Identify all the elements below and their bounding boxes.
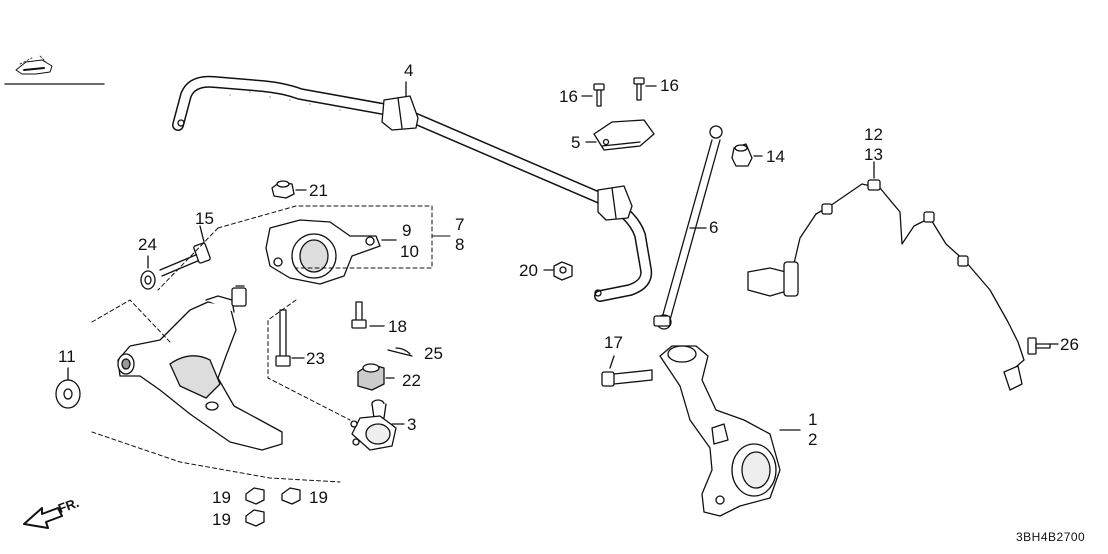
callout-2: 2 [808, 430, 818, 449]
castle-nut [358, 364, 384, 390]
callout-14: 14 [766, 147, 785, 166]
bolt-16b [634, 78, 644, 100]
callout-23: 23 [306, 349, 325, 368]
callout-19-left: 19 [212, 488, 231, 507]
callout-8: 8 [455, 235, 465, 254]
callout-16-right: 16 [660, 76, 679, 95]
callout-11: 11 [58, 347, 76, 366]
callout-18: 18 [388, 317, 407, 336]
callout-9: 9 [402, 221, 412, 240]
ball-joint [351, 400, 396, 450]
front-direction-arrow-icon [23, 507, 63, 529]
bolt-26 [1028, 338, 1050, 354]
lower-control-arm [118, 286, 282, 450]
callout-7: 7 [455, 215, 465, 234]
bolt-15 [160, 242, 211, 276]
callout-10: 10 [400, 242, 419, 261]
callout-4: 4 [404, 61, 414, 80]
callout-19-bottom: 19 [212, 510, 231, 529]
nut-21 [272, 181, 294, 198]
wheel-speed-sensor-harness [748, 180, 1024, 390]
vehicle-position-icon [4, 55, 105, 85]
stabilizer-link [654, 126, 722, 329]
nut-19c [246, 510, 264, 526]
washer-11 [56, 380, 80, 408]
bushing-holder-bracket [594, 120, 654, 150]
callout-25: 25 [424, 344, 443, 363]
callout-17: 17 [604, 333, 623, 352]
callout-15: 15 [195, 209, 214, 228]
cotter-pin [388, 348, 412, 356]
callout-6: 6 [709, 218, 719, 237]
nut-19a [246, 488, 264, 504]
stabilizer-bushing-left [382, 96, 418, 130]
stabilizer-bushing-right [598, 186, 632, 220]
callout-13: 13 [864, 145, 883, 164]
callout-20: 20 [519, 261, 538, 280]
callout-12: 12 [864, 125, 883, 144]
link-bushing [732, 144, 752, 166]
compliance-bushing [266, 220, 380, 284]
callout-5: 5 [571, 133, 581, 152]
bolt-16a [594, 84, 604, 106]
bolt-23 [276, 310, 290, 366]
bolt-17 [602, 370, 652, 386]
washer-24 [141, 271, 155, 289]
nut-20 [554, 262, 572, 280]
callout-21: 21 [309, 181, 328, 200]
callout-16-left: 16 [559, 87, 578, 106]
steering-knuckle [660, 346, 780, 516]
callout-1: 1 [808, 410, 818, 429]
diagram-code: 3BH4B2700 [1016, 530, 1086, 544]
callout-3: 3 [407, 415, 417, 434]
bolt-18 [352, 302, 366, 328]
nut-19b [282, 488, 300, 504]
callout-24: 24 [138, 235, 157, 254]
callout-26: 26 [1060, 335, 1079, 354]
callout-22: 22 [402, 371, 421, 390]
callout-19-right: 19 [309, 488, 328, 507]
